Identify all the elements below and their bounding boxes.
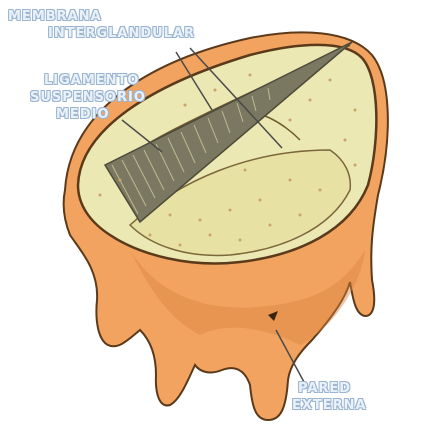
- label-membrana-interglandular: MEMBRANA INTERGLANDULAR: [8, 8, 195, 42]
- label-ligamento-line2: SUSPENSORIO: [30, 89, 146, 106]
- label-pared-externa: PARED EXTERNA: [292, 380, 367, 414]
- label-membrana-line2: INTERGLANDULAR: [8, 25, 195, 42]
- label-membrana-line1: MEMBRANA: [8, 8, 195, 25]
- label-pared-line1: PARED: [292, 380, 367, 397]
- label-ligamento-line3: MEDIO: [30, 106, 146, 123]
- label-pared-line2: EXTERNA: [292, 397, 367, 414]
- label-ligamento-suspensorio: LIGAMENTO SUSPENSORIO MEDIO: [30, 72, 146, 123]
- label-ligamento-line1: LIGAMENTO: [30, 72, 146, 89]
